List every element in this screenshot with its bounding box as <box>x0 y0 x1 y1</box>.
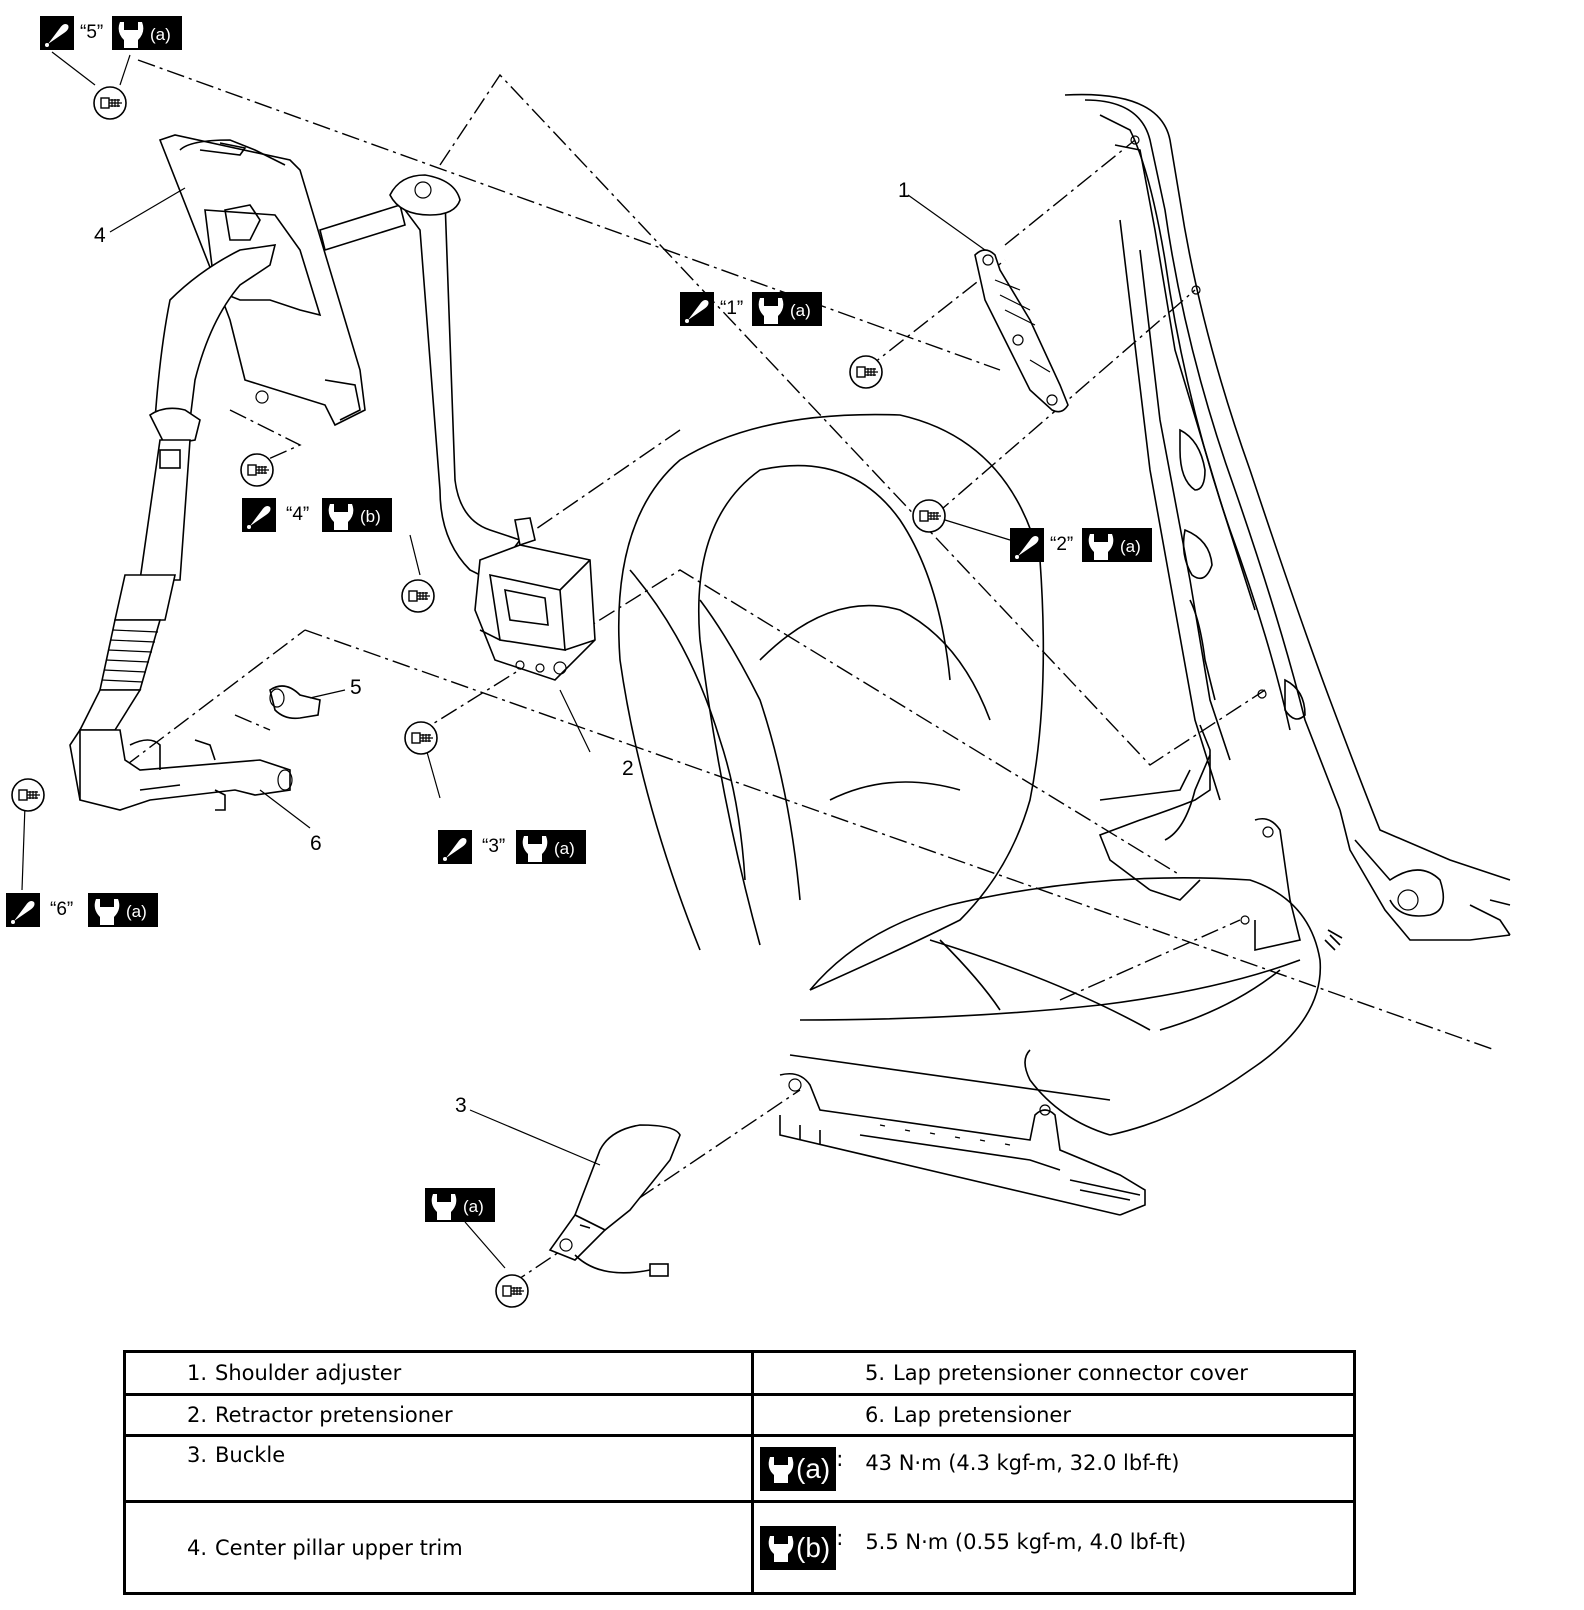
table-row: 2.Retractor pretensioner 6.Lap pretensio… <box>123 1392 1356 1438</box>
callout-1: 1 <box>898 179 910 202</box>
callout-numbers: 1 2 3 4 5 6 <box>94 179 910 1117</box>
torque-b-badge: (b) <box>760 1525 837 1570</box>
tag-2: “2” <box>1050 534 1073 555</box>
seat <box>617 413 1322 1216</box>
lap-pretensioner-connector-cover <box>269 685 321 720</box>
leader-lines <box>21 51 1011 1269</box>
tag-4: “4” <box>286 504 309 525</box>
grease-icon <box>680 292 714 326</box>
tag-3-group: “3” (a) <box>438 830 586 864</box>
tag-5: “5” <box>80 22 103 43</box>
shoulder-adjuster <box>974 249 1069 413</box>
tag-3: “3” <box>482 836 505 857</box>
assembly-lines <box>99 59 1496 1286</box>
svg-text:(a): (a) <box>150 25 171 44</box>
tag-4-group: “4” (b) <box>242 498 392 532</box>
grease-icon <box>242 498 276 532</box>
torque-b-value: 5.5 N·m (0.55 kgf-m, 4.0 lbf-ft) <box>865 1529 1187 1554</box>
grease-icon <box>40 16 74 50</box>
svg-text:(a): (a) <box>554 839 575 858</box>
torque-a-value: 43 N·m (4.3 kgf-m, 32.0 lbf-ft) <box>865 1450 1180 1475</box>
table-row: 1.Shoulder adjuster 5.Lap pretensioner c… <box>123 1350 1356 1396</box>
tag-5-group: “5” (a) <box>40 16 182 50</box>
wrench-icon <box>768 1456 794 1483</box>
buckle <box>548 1124 681 1277</box>
callout-6: 6 <box>310 832 322 855</box>
svg-text:(a): (a) <box>126 902 147 921</box>
bolt-icon <box>11 86 946 1308</box>
svg-text:(b): (b) <box>360 507 381 526</box>
center-pillar <box>1064 93 1511 951</box>
legend-item-6: Lap pretensioner <box>893 1402 1071 1427</box>
grease-icon <box>6 893 40 927</box>
tag-1-group: “1” (a) <box>680 292 822 326</box>
grease-icon <box>1010 528 1044 562</box>
svg-text:(a): (a) <box>463 1197 484 1216</box>
table-row: 4.Center pillar upper trim (b) : 5.5 N·m… <box>123 1500 1356 1595</box>
grease-icon <box>438 830 472 864</box>
center-pillar-upper-trim <box>158 134 366 427</box>
tag-1: “1” <box>720 298 743 319</box>
callout-2: 2 <box>622 757 634 780</box>
legend-item-4: Center pillar upper trim <box>215 1535 463 1560</box>
wrench-icon <box>768 1535 794 1562</box>
belt-webbing <box>69 244 293 811</box>
callout-3: 3 <box>455 1094 467 1117</box>
table-row: 3.Buckle (a) : 43 N·m (4.3 kgf-m, 32.0 l… <box>123 1434 1356 1504</box>
parts-legend-table: 1.Shoulder adjuster 5.Lap pretensioner c… <box>123 1350 1356 1595</box>
tag-buckle-group: (a) <box>425 1188 495 1222</box>
tag-6-group: “6” (a) <box>6 893 158 927</box>
retractor-pretensioner <box>319 174 596 681</box>
callout-4: 4 <box>94 224 106 247</box>
tag-2-group: “2” (a) <box>1010 528 1152 562</box>
svg-text:(a): (a) <box>1120 537 1141 556</box>
legend-item-2: Retractor pretensioner <box>215 1402 453 1427</box>
seat-belt-exploded-diagram: 1 2 3 4 5 6 “5” (a) “1” (a) “4” (b) “2” … <box>6 16 1511 1308</box>
callout-5: 5 <box>350 676 362 699</box>
svg-text:(a): (a) <box>790 301 811 320</box>
legend-item-1: Shoulder adjuster <box>215 1360 402 1385</box>
legend-item-3: Buckle <box>215 1443 286 1468</box>
tag-6: “6” <box>50 899 73 920</box>
legend-item-5: Lap pretensioner connector cover <box>893 1360 1248 1385</box>
torque-a-badge: (a) <box>760 1446 837 1491</box>
